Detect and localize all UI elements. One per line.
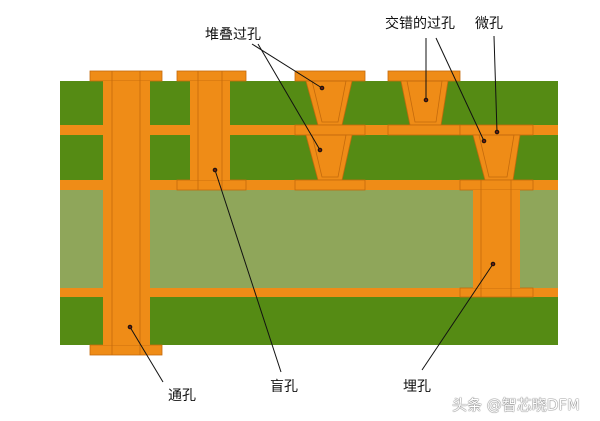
leader-microvia — [493, 35, 498, 133]
label-buried-via: 埋孔 — [403, 379, 431, 395]
leader-stacked-2 — [257, 43, 321, 151]
blind-via — [176, 70, 247, 191]
leader-stacked-1 — [251, 43, 323, 89]
label-blind-via: 盲孔 — [270, 379, 298, 395]
watermark: 头条 @智芯晓DFM — [452, 396, 580, 414]
label-microvia: 微孔 — [475, 16, 503, 32]
through-hole-via — [89, 70, 163, 356]
buried-via — [459, 179, 534, 298]
leader-blind-via — [214, 169, 282, 373]
copper-layer-4 — [60, 288, 558, 297]
label-staggered-via: 交错的过孔 — [385, 16, 455, 32]
label-stacked-via: 堆叠过孔 — [205, 27, 261, 43]
leader-through-hole — [129, 326, 164, 383]
leader-buried-via — [421, 263, 494, 371]
staggered-via — [387, 70, 461, 136]
leader-staggered-2 — [435, 37, 485, 142]
label-through-hole: 通孔 — [168, 388, 196, 404]
